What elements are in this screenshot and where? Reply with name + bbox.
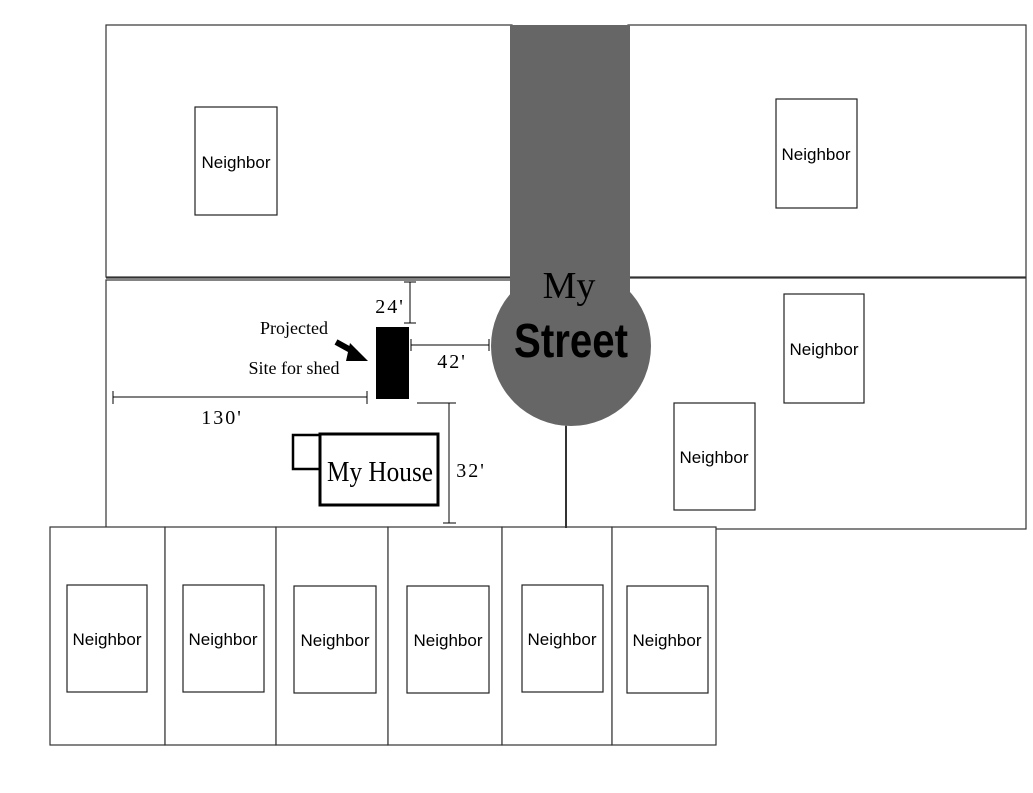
- street-label-line1: My: [543, 265, 596, 307]
- neighbor-house: Neighbor: [66, 584, 148, 693]
- street-cul-de-sac: [491, 266, 651, 426]
- neighbor-house: Neighbor: [406, 585, 490, 694]
- street-road: [510, 25, 630, 305]
- dimension-32: [417, 402, 456, 524]
- neighbor-label: Neighbor: [73, 630, 142, 649]
- neighbor-house: Neighbor: [673, 402, 756, 511]
- neighbor-label: Neighbor: [202, 153, 271, 172]
- upper-left-lot: [105, 24, 513, 278]
- dimension-42-label: 42': [437, 351, 467, 373]
- my-house-label: My House: [327, 456, 433, 488]
- shed-label-line2: Site for shed: [249, 358, 340, 378]
- neighbor-house: Neighbor: [783, 293, 865, 404]
- street-label-line2: Street: [514, 315, 628, 368]
- neighbor-label: Neighbor: [414, 631, 483, 650]
- neighbor-house: Neighbor: [626, 585, 709, 694]
- neighbor-house: Neighbor: [182, 584, 265, 693]
- shed-site: [376, 327, 409, 399]
- dimension-130-label: 130': [201, 407, 243, 429]
- dimension-32-label: 32': [456, 460, 486, 482]
- bottom-lots: [49, 526, 717, 746]
- dimension-130: [112, 391, 368, 404]
- neighbor-label: Neighbor: [782, 145, 851, 164]
- my-house: My House: [291, 432, 440, 507]
- my-house-garage: [291, 433, 322, 471]
- neighbor-house: Neighbor: [775, 98, 858, 209]
- neighbor-label: Neighbor: [633, 631, 702, 650]
- neighbor-house: Neighbor: [521, 584, 604, 693]
- neighbor-label: Neighbor: [528, 630, 597, 649]
- neighbor-label: Neighbor: [189, 630, 258, 649]
- neighbor-house: Neighbor: [194, 106, 278, 216]
- dimension-24-label: 24': [375, 296, 405, 318]
- dimension-24: [404, 281, 416, 324]
- street: My Street: [491, 25, 651, 528]
- neighbor-label: Neighbor: [790, 340, 859, 359]
- dimension-42: [410, 339, 490, 351]
- shed-arrow: [334, 339, 368, 361]
- neighbor-label: Neighbor: [680, 448, 749, 467]
- shed-label-line1: Projected: [260, 318, 328, 338]
- neighbor-label: Neighbor: [301, 631, 370, 650]
- neighbor-house: Neighbor: [293, 585, 377, 694]
- my-house-body: [318, 432, 440, 507]
